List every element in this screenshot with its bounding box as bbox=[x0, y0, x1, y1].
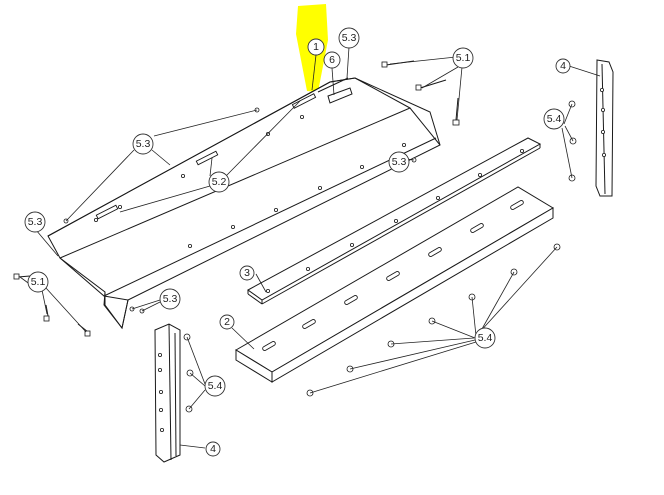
part-4-side-plate-top bbox=[595, 59, 614, 197]
part-6-bracket bbox=[327, 87, 353, 104]
part-3-strip bbox=[247, 137, 542, 305]
svg-text:5.3: 5.3 bbox=[136, 138, 151, 150]
label-part-4-top: 4 bbox=[555, 58, 571, 74]
svg-text:4: 4 bbox=[560, 60, 566, 72]
svg-text:5.4: 5.4 bbox=[547, 113, 562, 125]
label-washer-5-3-top: 5.3 bbox=[338, 27, 360, 49]
label-bracket-5-2: 5.2 bbox=[208, 171, 230, 193]
label-nut-5-4-right: 5.4 bbox=[543, 108, 565, 130]
label-nut-5-4-bottom: 5.4 bbox=[474, 327, 496, 349]
svg-text:1: 1 bbox=[313, 41, 319, 53]
label-washer-5-3-bottom: 5.3 bbox=[159, 288, 181, 310]
main-tray bbox=[47, 77, 441, 330]
svg-text:2: 2 bbox=[224, 316, 230, 328]
label-washer-5-3-upper-left: 5.3 bbox=[132, 133, 154, 155]
part-2-board bbox=[235, 186, 554, 383]
label-washer-5-3-left: 5.3 bbox=[24, 211, 46, 233]
label-part-2: 2 bbox=[219, 314, 235, 330]
svg-text:3: 3 bbox=[244, 267, 250, 279]
svg-text:5.1: 5.1 bbox=[456, 52, 471, 64]
label-bolt-5-1-left: 5.1 bbox=[27, 271, 49, 293]
svg-text:5.1: 5.1 bbox=[31, 276, 46, 288]
label-bolt-5-1-top: 5.1 bbox=[452, 47, 474, 69]
svg-text:5.3: 5.3 bbox=[28, 216, 43, 228]
svg-text:5.2: 5.2 bbox=[212, 176, 227, 188]
svg-text:5.4: 5.4 bbox=[208, 380, 223, 392]
label-nut-5-4-left: 5.4 bbox=[204, 375, 226, 397]
part-4-side-plate-bottom bbox=[154, 323, 181, 463]
svg-text:5.3: 5.3 bbox=[342, 32, 357, 44]
label-part-4-bottom: 4 bbox=[205, 441, 221, 457]
svg-text:5.4: 5.4 bbox=[478, 332, 493, 344]
svg-text:5.3: 5.3 bbox=[163, 293, 178, 305]
label-part-1: 1 bbox=[307, 38, 325, 56]
label-washer-5-3-mid: 5.3 bbox=[388, 151, 410, 173]
label-part-3: 3 bbox=[239, 265, 255, 281]
svg-text:5.3: 5.3 bbox=[392, 156, 407, 168]
label-part-6: 6 bbox=[323, 51, 341, 69]
svg-text:4: 4 bbox=[210, 443, 216, 455]
svg-text:6: 6 bbox=[329, 54, 335, 66]
